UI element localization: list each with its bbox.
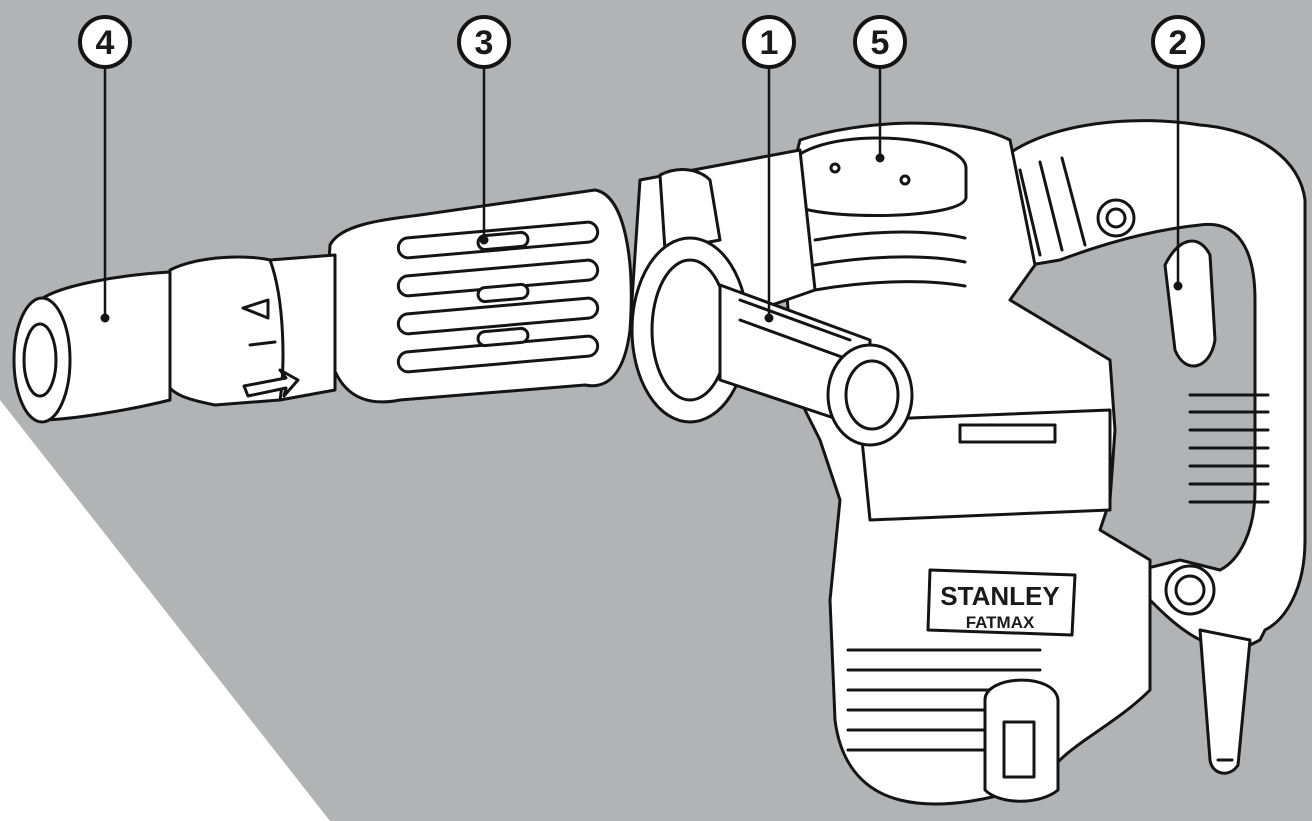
side-handle	[630, 236, 914, 447]
leader-dot-3	[479, 235, 489, 245]
leader-dot-1	[764, 313, 774, 323]
speed-dial	[983, 678, 1060, 803]
leader-dot-5	[875, 153, 885, 163]
brand-plate	[926, 568, 1077, 637]
leader-dot-2	[1173, 281, 1183, 291]
leader-dot-4	[100, 313, 110, 323]
callout-circle-2	[1151, 15, 1205, 69]
tool-chuck	[12, 270, 172, 424]
callout-label-2: 2	[1169, 24, 1188, 62]
tool-holder-collar	[163, 253, 337, 407]
callout-circle-1	[742, 15, 796, 69]
callout-circle-5	[853, 15, 907, 69]
callout-label-5: 5	[871, 24, 890, 62]
grip-sleeve	[323, 188, 633, 404]
callout-label-1: 1	[760, 24, 779, 62]
top-cap	[788, 136, 968, 217]
callout-circle-4	[78, 15, 132, 69]
leader-lines	[103, 66, 1180, 318]
callout-label-3: 3	[475, 24, 494, 62]
callout-label-4: 4	[96, 24, 115, 62]
brand-sub: FATMAX	[966, 613, 1035, 632]
brand-name: STANLEY	[940, 581, 1059, 611]
white-corner	[0, 400, 330, 821]
power-cord	[1198, 628, 1252, 775]
rear-handle	[998, 119, 1307, 652]
leader-dots	[100, 153, 1183, 323]
callout-circle-3	[457, 15, 511, 69]
